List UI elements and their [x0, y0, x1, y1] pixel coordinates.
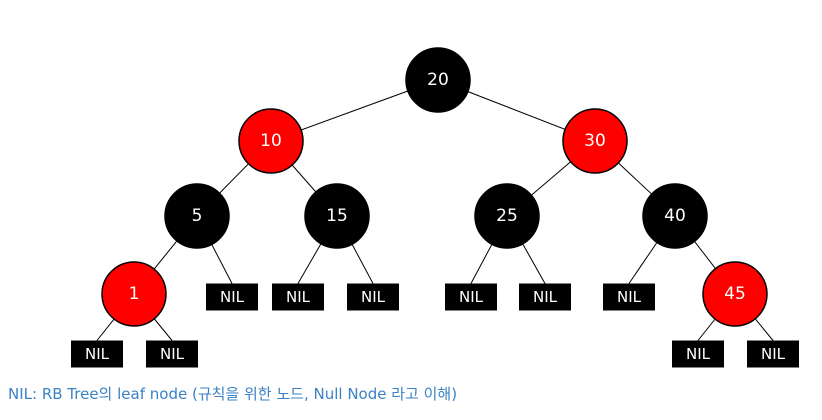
- tree-node-45: 45: [702, 261, 768, 327]
- nil-node: NIL: [747, 340, 799, 368]
- nil-label: NIL: [220, 288, 245, 306]
- black-node-circle: [642, 183, 708, 249]
- nil-box: [146, 340, 198, 368]
- tree-node-15: 15: [304, 183, 370, 249]
- nil-node: NIL: [71, 340, 123, 368]
- nil-box: [347, 283, 399, 311]
- nil-node: NIL: [146, 340, 198, 368]
- node-label: 1: [129, 284, 140, 304]
- red-node-circle: [101, 261, 167, 327]
- nil-node: NIL: [445, 283, 497, 311]
- nil-box: [445, 283, 497, 311]
- node-label: 25: [496, 206, 518, 226]
- nil-label: NIL: [761, 345, 786, 363]
- nil-node: NIL: [206, 283, 258, 311]
- black-node-circle: [474, 183, 540, 249]
- nil-label: NIL: [286, 288, 311, 306]
- nil-node: NIL: [272, 283, 324, 311]
- nil-label: NIL: [617, 288, 642, 306]
- black-node-circle: [304, 183, 370, 249]
- nil-box: [747, 340, 799, 368]
- nil-label: NIL: [533, 288, 558, 306]
- red-node-circle: [702, 261, 768, 327]
- node-label: 45: [724, 284, 746, 304]
- nil-box: [206, 283, 258, 311]
- node-label: 5: [192, 206, 203, 226]
- tree-node-20: 20: [405, 47, 471, 113]
- nil-label: NIL: [160, 345, 185, 363]
- node-label: 15: [326, 206, 348, 226]
- tree-node-40: 40: [642, 183, 708, 249]
- nil-label: NIL: [459, 288, 484, 306]
- node-label: 30: [584, 131, 606, 151]
- nil-node: NIL: [603, 283, 655, 311]
- nil-box: [71, 340, 123, 368]
- nil-box: [672, 340, 724, 368]
- node-label: 40: [664, 206, 686, 226]
- nil-box: [272, 283, 324, 311]
- nil-node: NIL: [519, 283, 571, 311]
- tree-node-10: 10: [238, 108, 304, 174]
- tree-node-30: 30: [562, 108, 628, 174]
- nil-node: NIL: [672, 340, 724, 368]
- black-node-circle: [164, 183, 230, 249]
- nil-box: [519, 283, 571, 311]
- nil-label: NIL: [361, 288, 386, 306]
- node-label: 10: [260, 131, 282, 151]
- nil-caption: NIL: RB Tree의 leaf node (규칙을 위한 노드, Null…: [8, 385, 458, 403]
- nil-box: [603, 283, 655, 311]
- red-node-circle: [562, 108, 628, 174]
- black-node-circle: [405, 47, 471, 113]
- nil-node: NIL: [347, 283, 399, 311]
- nil-label: NIL: [686, 345, 711, 363]
- tree-node-1: 1: [101, 261, 167, 327]
- red-node-circle: [238, 108, 304, 174]
- tree-node-25: 25: [474, 183, 540, 249]
- nil-label: NIL: [85, 345, 110, 363]
- tree-node-5: 5: [164, 183, 230, 249]
- node-label: 20: [427, 70, 449, 90]
